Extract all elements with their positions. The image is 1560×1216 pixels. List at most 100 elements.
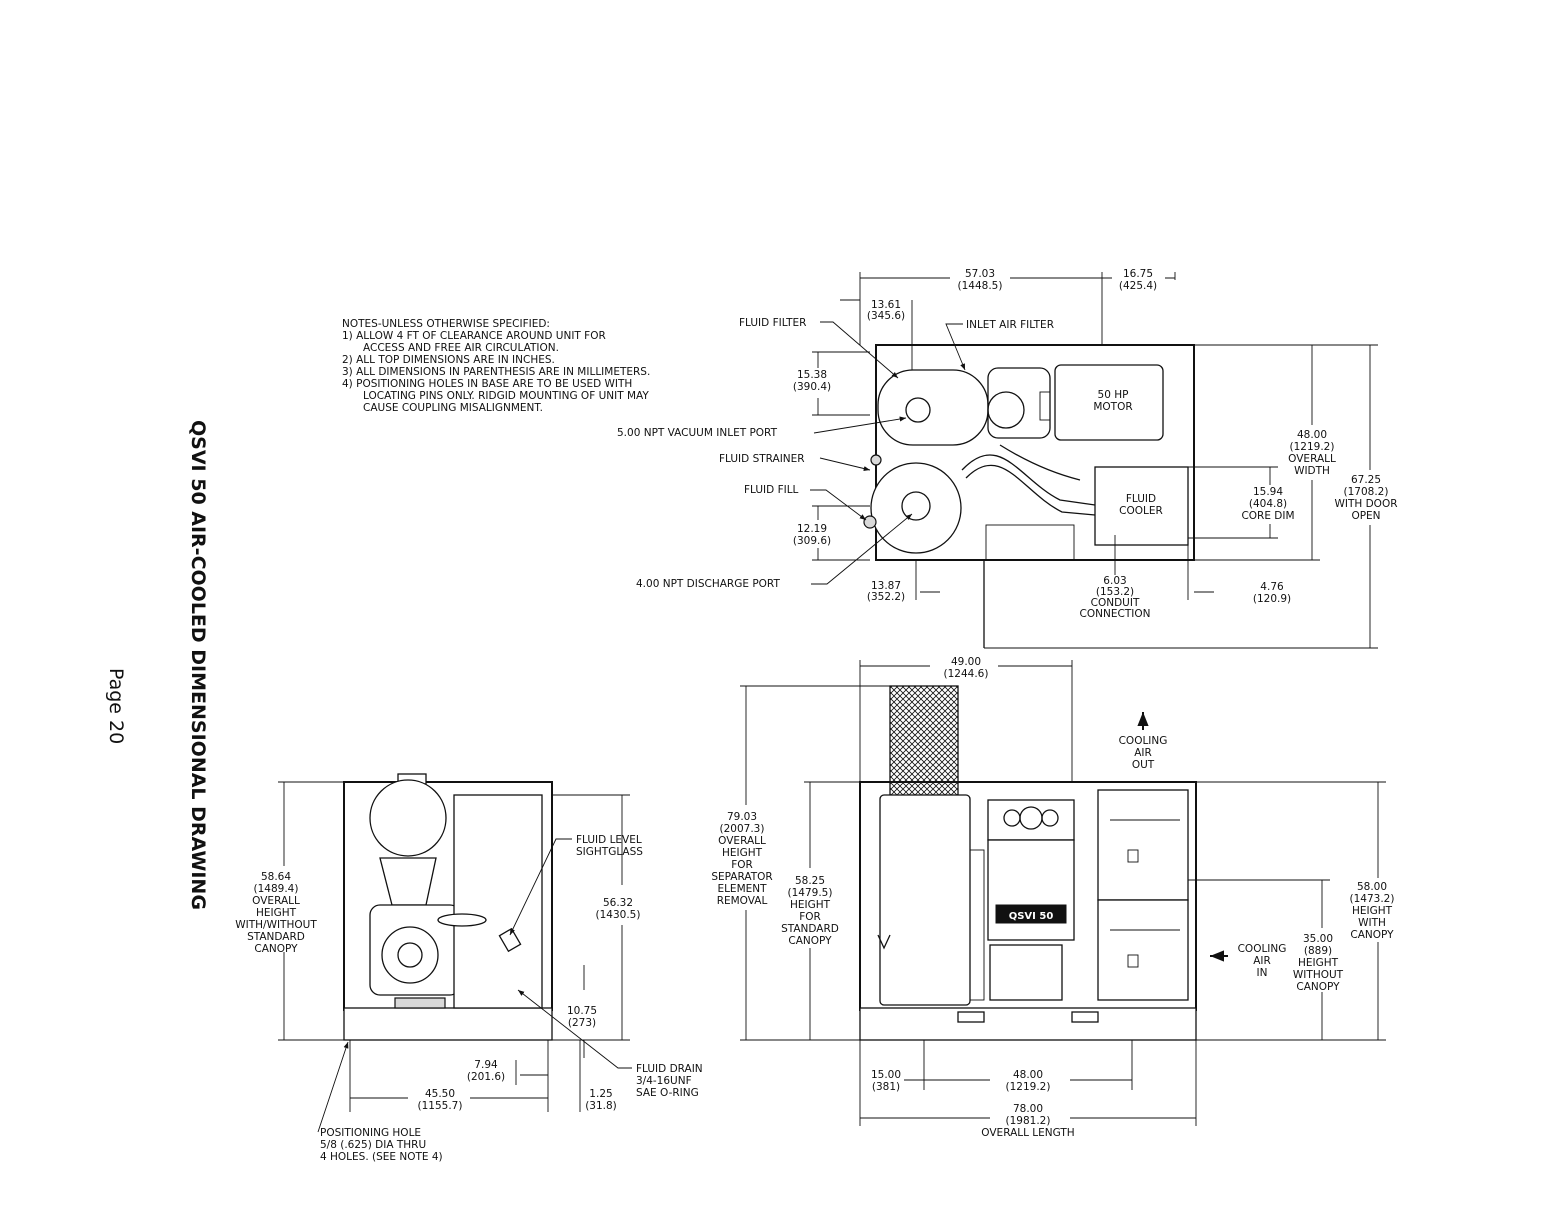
svg-text:7.94: 7.94 (474, 1059, 498, 1071)
svg-text:FOR: FOR (799, 911, 821, 923)
svg-text:(1244.6): (1244.6) (944, 668, 989, 680)
svg-text:LOCATING PINS ONLY. RIDGID MOU: LOCATING PINS ONLY. RIDGID MOUNTING OF U… (363, 390, 649, 402)
svg-text:(201.6): (201.6) (467, 1071, 505, 1083)
sightglass (498, 927, 522, 953)
svg-text:AIR: AIR (1134, 747, 1152, 759)
svg-text:1) ALLOW 4 FT OF CLEARANCE ARO: 1) ALLOW 4 FT OF CLEARANCE AROUND UNIT F… (342, 330, 606, 342)
separator-element (889, 685, 959, 797)
svg-text:3) ALL DIMENSIONS IN PARENTHES: 3) ALL DIMENSIONS IN PARENTHESIS ARE IN … (342, 366, 650, 378)
svg-text:FLUID FILL: FLUID FILL (744, 484, 799, 496)
svg-text:CONNECTION: CONNECTION (1080, 608, 1151, 620)
svg-text:OVERALL: OVERALL (1288, 453, 1336, 465)
svg-text:MOTOR: MOTOR (1093, 401, 1132, 413)
svg-text:5.00 NPT VACUUM INLET PORT: 5.00 NPT VACUUM INLET PORT (617, 427, 778, 439)
svg-text:(1489.4): (1489.4) (254, 883, 299, 895)
svg-text:13.87: 13.87 (871, 580, 901, 592)
page-number: Page 20 (105, 668, 127, 744)
vacuum-inlet-port (905, 397, 931, 423)
svg-text:POSITIONING HOLE: POSITIONING HOLE (320, 1127, 421, 1139)
svg-text:CANOPY: CANOPY (1350, 929, 1394, 941)
notes-block: NOTES-UNLESS OTHERWISE SPECIFIED: 1) ALL… (342, 318, 650, 414)
svg-text:SAE O-RING: SAE O-RING (636, 1087, 699, 1099)
svg-text:(390.4): (390.4) (793, 381, 831, 393)
svg-text:OVERALL: OVERALL (718, 835, 766, 847)
svg-text:FLUID LEVEL: FLUID LEVEL (576, 834, 642, 846)
svg-text:58.00: 58.00 (1357, 881, 1387, 893)
svg-text:(1219.2): (1219.2) (1006, 1081, 1051, 1093)
front-motor (989, 944, 1063, 1001)
svg-text:56.32: 56.32 (603, 897, 633, 909)
svg-text:(1479.5): (1479.5) (788, 887, 833, 899)
svg-text:WITH DOOR: WITH DOOR (1334, 498, 1397, 510)
cooler-upper (1097, 789, 1189, 901)
svg-text:QSVI 50: QSVI 50 (1009, 911, 1054, 922)
svg-text:CORE DIM: CORE DIM (1241, 510, 1294, 522)
svg-text:50 HP: 50 HP (1098, 389, 1129, 401)
svg-text:13.61: 13.61 (871, 299, 901, 311)
svg-text:CANOPY: CANOPY (1296, 981, 1340, 993)
svg-text:6.03: 6.03 (1103, 575, 1126, 587)
svg-text:FLUID STRAINER: FLUID STRAINER (719, 453, 805, 465)
svg-text:WITH/WITHOUT: WITH/WITHOUT (235, 919, 317, 931)
svg-text:(2007.3): (2007.3) (720, 823, 765, 835)
svg-text:57.03: 57.03 (965, 268, 995, 280)
svg-text:FOR: FOR (731, 859, 753, 871)
svg-text:15.94: 15.94 (1253, 486, 1283, 498)
svg-text:(345.6): (345.6) (867, 310, 905, 322)
svg-text:58.64: 58.64 (261, 871, 291, 883)
svg-text:78.00: 78.00 (1013, 1103, 1043, 1115)
svg-text:CONDUIT: CONDUIT (1091, 597, 1140, 609)
svg-text:STANDARD: STANDARD (781, 923, 839, 935)
svg-text:49.00: 49.00 (951, 656, 981, 668)
svg-text:NOTES-UNLESS OTHERWISE SPECIFI: NOTES-UNLESS OTHERWISE SPECIFIED: (342, 318, 550, 330)
svg-text:16.75: 16.75 (1123, 268, 1153, 280)
front-control-panel (987, 839, 1075, 941)
svg-text:HEIGHT: HEIGHT (1352, 905, 1393, 917)
end-base (343, 1007, 553, 1041)
svg-text:WITHOUT: WITHOUT (1293, 969, 1344, 981)
control-box (985, 524, 1075, 561)
svg-text:HEIGHT: HEIGHT (256, 907, 297, 919)
svg-text:3/4-16UNF: 3/4-16UNF (636, 1075, 692, 1087)
end-view: FLUID LEVEL SIGHTGLASS FLUID DRAIN 3/4-1… (235, 773, 703, 1163)
svg-text:HEIGHT: HEIGHT (790, 899, 831, 911)
svg-text:45.50: 45.50 (425, 1088, 455, 1100)
badge-plate (995, 904, 1067, 924)
svg-text:QSVI 50 AIR-COOLED DIMENSIONAL: QSVI 50 AIR-COOLED DIMENSIONAL DRAWING (187, 420, 209, 910)
svg-text:AIR: AIR (1253, 955, 1271, 967)
svg-text:IN: IN (1257, 967, 1268, 979)
svg-text:12.19: 12.19 (797, 523, 827, 535)
svg-text:OUT: OUT (1132, 759, 1155, 771)
svg-text:(381): (381) (872, 1081, 900, 1093)
svg-text:FLUID DRAIN: FLUID DRAIN (636, 1063, 703, 1075)
svg-text:15.00: 15.00 (871, 1069, 901, 1081)
cooler-lower (1097, 899, 1189, 1001)
fluid-cooler-box (1094, 466, 1189, 546)
svg-text:(352.2): (352.2) (867, 591, 905, 603)
svg-text:(120.9): (120.9) (1253, 593, 1291, 605)
svg-text:(273): (273) (568, 1017, 596, 1029)
separator-tank (877, 369, 989, 446)
svg-text:48.00: 48.00 (1013, 1069, 1043, 1081)
svg-text:(1430.5): (1430.5) (596, 909, 641, 921)
strainer-fitting (870, 454, 882, 466)
front-tank-cabinet (879, 794, 971, 1006)
svg-text:(404.8): (404.8) (1249, 498, 1287, 510)
svg-text:SIGHTGLASS: SIGHTGLASS (576, 846, 643, 858)
svg-text:79.03: 79.03 (727, 811, 757, 823)
svg-text:4 HOLES. (SEE NOTE 4): 4 HOLES. (SEE NOTE 4) (320, 1151, 443, 1163)
svg-text:10.75: 10.75 (567, 1005, 597, 1017)
svg-text:CANOPY: CANOPY (254, 943, 298, 955)
svg-text:HEIGHT: HEIGHT (722, 847, 763, 859)
svg-text:WIDTH: WIDTH (1294, 465, 1330, 477)
front-base (859, 1007, 1197, 1041)
discharge-tank (870, 462, 962, 554)
svg-text:ELEMENT: ELEMENT (717, 883, 767, 895)
svg-text:COOLING: COOLING (1119, 735, 1168, 747)
airend-housing (987, 367, 1051, 439)
svg-text:HEIGHT: HEIGHT (1298, 957, 1339, 969)
svg-text:COOLER: COOLER (1119, 505, 1163, 517)
svg-text:35.00: 35.00 (1303, 933, 1333, 945)
svg-text:58.25: 58.25 (795, 875, 825, 887)
svg-text:WITH: WITH (1358, 917, 1386, 929)
